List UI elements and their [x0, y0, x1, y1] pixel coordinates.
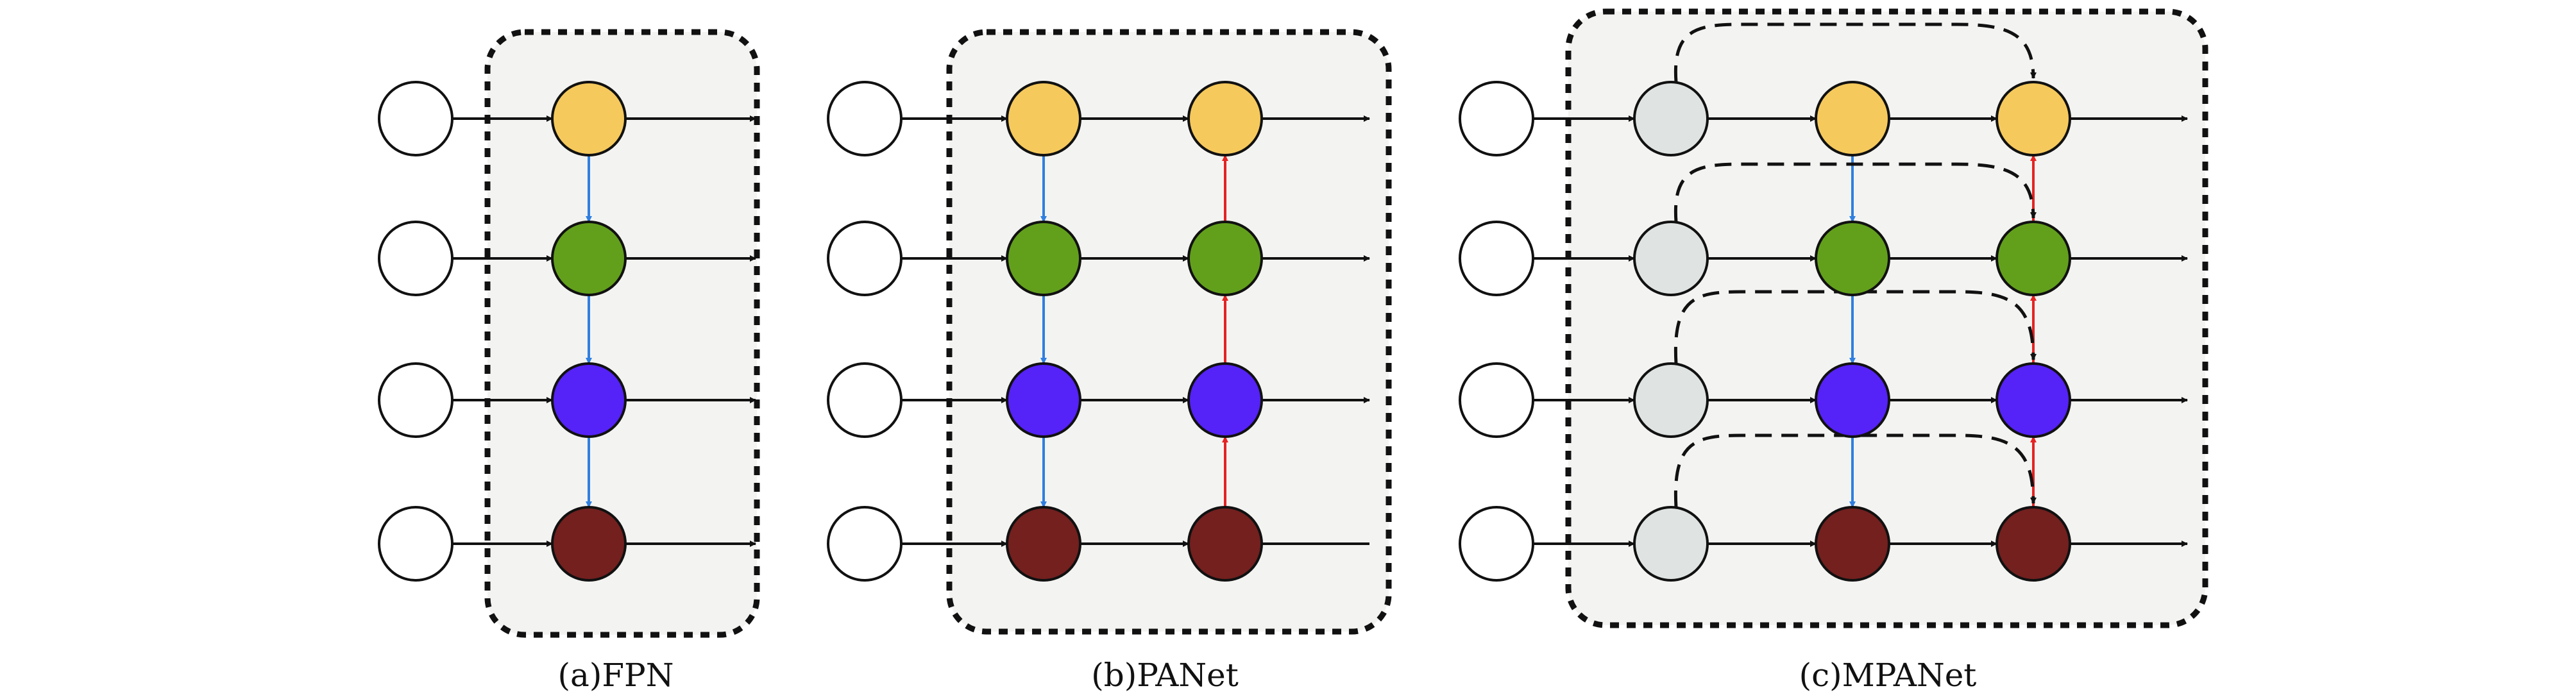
- mpanet-input-node-3: [1459, 362, 1534, 438]
- panet-caption: (b)PANet: [1091, 657, 1239, 694]
- panet-input-node-3: [827, 362, 902, 438]
- fpn-node-3-1: [551, 362, 627, 438]
- panet-input-node-4: [827, 506, 902, 582]
- mpanet-input-node-2: [1459, 221, 1534, 296]
- mpanet-node-4-2: [1815, 506, 1890, 582]
- mpanet-node-1-1: [1633, 81, 1709, 156]
- mpanet-node-4-3: [1996, 506, 2071, 582]
- panet-node-2-2: [1187, 221, 1263, 296]
- fpn-input-node-2: [378, 221, 453, 296]
- mpanet-input-node-4: [1459, 506, 1534, 582]
- panet-panel-border: [946, 29, 1392, 635]
- mpanet-node-4-1: [1633, 506, 1709, 582]
- panet-input-node-2: [827, 221, 902, 296]
- fpn-node-2-1: [551, 221, 627, 296]
- mpanet-node-3-3: [1996, 362, 2071, 438]
- mpanet-node-2-3: [1996, 221, 2071, 296]
- panet-node-2-1: [1006, 221, 1081, 296]
- panet-node-4-2: [1187, 506, 1263, 582]
- mpanet-skip-connection-2: [1674, 162, 2037, 223]
- panet-node-3-1: [1006, 362, 1081, 438]
- mpanet-node-1-3: [1996, 81, 2071, 156]
- mpanet-node-1-2: [1815, 81, 1890, 156]
- panet-node-4-1: [1006, 506, 1081, 582]
- mpanet-caption: (c)MPANet: [1799, 657, 1977, 694]
- panet-node-1-2: [1187, 81, 1263, 156]
- panet-node-3-2: [1187, 362, 1263, 438]
- panet-input-node-1: [827, 81, 902, 156]
- fpn-panel-border: [484, 29, 760, 638]
- fpn-input-node-4: [378, 506, 453, 582]
- mpanet-input-node-1: [1459, 81, 1534, 156]
- fpn-caption: (a)FPN: [558, 657, 674, 694]
- fpn-input-node-3: [378, 362, 453, 438]
- mpanet-node-3-1: [1633, 362, 1709, 438]
- fpn-node-4-1: [551, 506, 627, 582]
- fpn-node-1-1: [551, 81, 627, 156]
- panet-node-1-1: [1006, 81, 1081, 156]
- mpanet-node-2-2: [1815, 221, 1890, 296]
- mpanet-node-2-1: [1633, 221, 1709, 296]
- mpanet-node-3-2: [1815, 362, 1890, 438]
- fpn-input-node-1: [378, 81, 453, 156]
- mpanet-skip-connection-1: [1674, 22, 2037, 83]
